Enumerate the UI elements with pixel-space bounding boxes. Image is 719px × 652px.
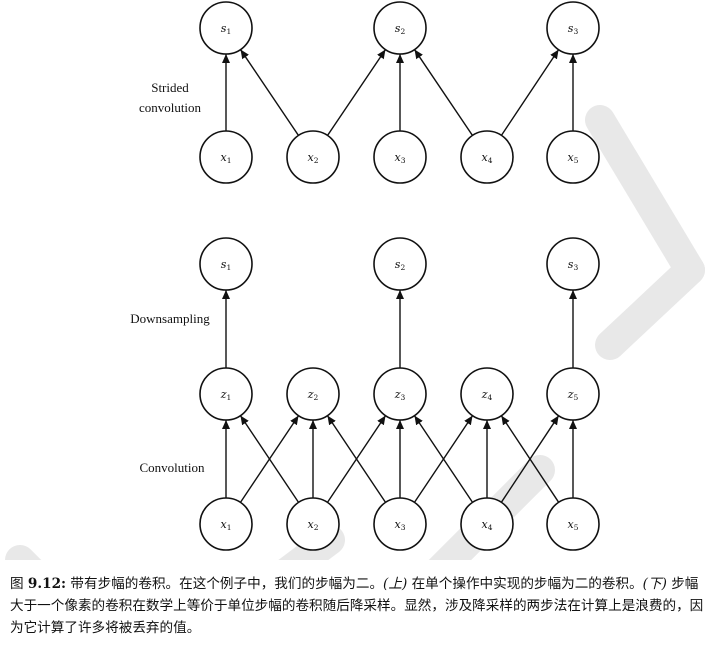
- node-label: s1: [221, 258, 231, 272]
- node-label: x5: [568, 151, 579, 165]
- node-label: x2: [308, 151, 319, 165]
- node-circle: [546, 237, 600, 291]
- watermark: [5, 105, 705, 560]
- bottom-input-node-x4: x4: [460, 497, 514, 551]
- node-label: z5: [567, 388, 579, 402]
- bottom-input-node-x5: x5: [546, 497, 600, 551]
- node-circle: [199, 1, 253, 55]
- strided-label-line1: Strided: [151, 80, 189, 95]
- node-circle: [199, 497, 253, 551]
- node-circle: [199, 237, 253, 291]
- downsampling-label: Downsampling: [130, 311, 210, 326]
- strided-convolution-label: Strided convolution: [120, 78, 220, 118]
- node-circle: [460, 130, 514, 184]
- convolution-edge: [413, 415, 474, 503]
- bottom-input-node-x2: x2: [286, 497, 340, 551]
- caption-part2: 在单个操作中实现的步幅为二的卷积。: [407, 576, 643, 592]
- node-label: x3: [395, 151, 406, 165]
- watermark-stroke: [595, 255, 705, 360]
- node-circle: [460, 497, 514, 551]
- node-label: x3: [395, 518, 406, 532]
- strided-edge: [500, 49, 560, 136]
- strided-edge: [413, 49, 474, 136]
- bottom-output-node-s2: s2: [373, 237, 427, 291]
- bottom-input-node-x1: x1: [199, 497, 253, 551]
- top-input-node-x3: x3: [373, 130, 427, 184]
- node-circle: [373, 237, 427, 291]
- node-label: s1: [221, 22, 231, 36]
- top-input-node-x2: x2: [286, 130, 340, 184]
- node-label: x4: [482, 151, 493, 165]
- node-circle: [546, 497, 600, 551]
- node-circle: [546, 367, 600, 421]
- figure-caption: 图 9.12: 带有步幅的卷积。在这个例子中，我们的步幅为二。(上) 在单个操作…: [10, 573, 710, 639]
- node-label: x2: [308, 518, 319, 532]
- node-label: s3: [568, 258, 579, 272]
- node-circle: [286, 367, 340, 421]
- caption-upper-tag: (上): [383, 576, 408, 592]
- convolution-edge: [239, 415, 300, 503]
- caption-part3: 步幅大于一个像素的卷积在数学上等价于单位步幅的卷积随后降采样。显然，涉及降采样的…: [10, 576, 704, 636]
- bottom-hidden-node-z2: z2: [286, 367, 340, 421]
- node-circle: [286, 497, 340, 551]
- caption-lower-tag: (下): [642, 576, 667, 592]
- bottom-output-node-s1: s1: [199, 237, 253, 291]
- node-label: x5: [568, 518, 579, 532]
- node-circle: [460, 367, 514, 421]
- node-label: z4: [481, 388, 493, 402]
- node-circle: [373, 367, 427, 421]
- node-circle: [546, 130, 600, 184]
- bottom-hidden-node-z1: z1: [199, 367, 253, 421]
- node-label: s2: [395, 258, 406, 272]
- bottom-hidden-node-z5: z5: [546, 367, 600, 421]
- bottom-hidden-node-z3: z3: [373, 367, 427, 421]
- node-circle: [286, 130, 340, 184]
- convolution-edge: [500, 415, 560, 503]
- top-input-node-x1: x1: [199, 130, 253, 184]
- watermark-stroke: [585, 105, 705, 285]
- node-label: z2: [307, 388, 319, 402]
- top-input-node-x4: x4: [460, 130, 514, 184]
- node-circle: [373, 1, 427, 55]
- node-circle: [199, 130, 253, 184]
- node-circle: [199, 367, 253, 421]
- edges: [222, 49, 577, 503]
- caption-part1: 带有步幅的卷积。在这个例子中，我们的步幅为二。: [66, 576, 384, 592]
- convolution-label: Convolution: [139, 460, 205, 475]
- node-circle: [546, 1, 600, 55]
- node-label: x1: [221, 518, 232, 532]
- top-output-node-s1: s1: [199, 1, 253, 55]
- strided-edge: [239, 49, 300, 136]
- strided-edge: [326, 49, 387, 136]
- bottom-output-node-s3: s3: [546, 237, 600, 291]
- top-output-node-s3: s3: [546, 1, 600, 55]
- node-label: z3: [394, 388, 406, 402]
- top-input-node-x5: x5: [546, 130, 600, 184]
- node-label: x4: [482, 518, 493, 532]
- node-circle: [373, 130, 427, 184]
- node-label: x1: [221, 151, 232, 165]
- bottom-input-node-x3: x3: [373, 497, 427, 551]
- top-output-node-s2: s2: [373, 1, 427, 55]
- node-label: s3: [568, 22, 579, 36]
- caption-prefix: 图: [10, 576, 28, 592]
- node-circle: [373, 497, 427, 551]
- bottom-hidden-node-z4: z4: [460, 367, 514, 421]
- node-label: s2: [395, 22, 406, 36]
- caption-figure-number: 9.12:: [27, 576, 67, 592]
- node-label: z1: [220, 388, 232, 402]
- strided-convolution-diagram: s1 s2 s3 x1 x2 x3 x4 x5 s1 s2 s3 z1 z2 z3 z4 z5 x1 x2 x3 x4…: [5, 1, 705, 560]
- strided-label-line2: convolution: [138, 100, 202, 115]
- nodes: s1 s2 s3 x1 x2 x3 x4 x5 s1 s2 s3 z1 z2 z3 z4 z5 x1 x2 x3 x4…: [199, 1, 600, 551]
- convolution-edge: [326, 415, 387, 503]
